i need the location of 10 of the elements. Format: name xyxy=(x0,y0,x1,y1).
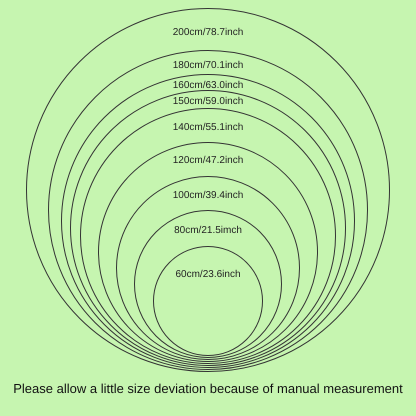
size-label: 150cm/59.0inch xyxy=(172,96,244,108)
size-label: 80cm/21.5imch xyxy=(174,225,242,237)
size-label: 140cm/55.1inch xyxy=(172,122,244,134)
size-label: 120cm/47.2inch xyxy=(172,155,244,167)
size-label: 180cm/70.1inch xyxy=(172,60,244,72)
size-label: 100cm/39.4inch xyxy=(172,190,244,202)
size-label: 200cm/78.7inch xyxy=(172,27,244,39)
caption: Please allow a little size deviation because of manual measurement xyxy=(12,380,404,398)
size-label: 60cm/23.6inch xyxy=(175,269,241,281)
size-label: 160cm/63.0inch xyxy=(172,80,244,92)
